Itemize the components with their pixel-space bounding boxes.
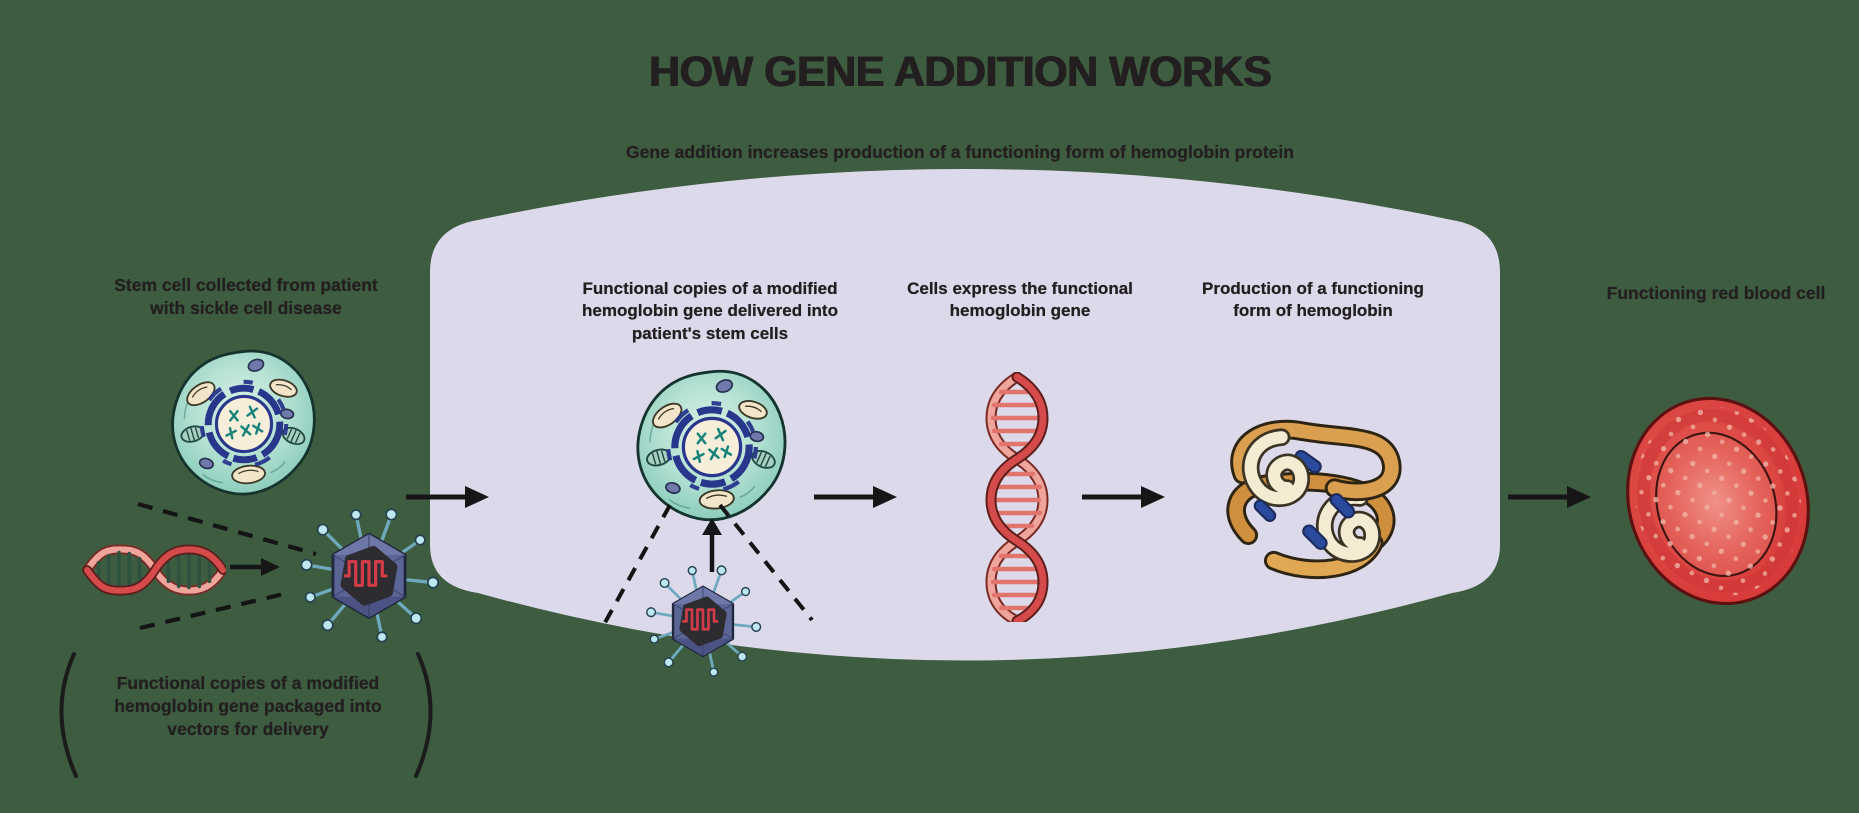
vector-into-cell-arrow (702, 518, 722, 572)
parentheses-decoration (59, 652, 433, 778)
hemoglobin-gene-dna-icon (82, 544, 226, 596)
hemoglobin-protein-illustration (1226, 419, 1402, 579)
viral-vector-small-illustration (644, 560, 762, 678)
stem-cell-label: Stem cell collected from patient with si… (114, 275, 378, 319)
red-blood-cell-illustration (1626, 396, 1810, 606)
page-title: HOW GENE ADDITION WORKS (648, 48, 1272, 96)
vector-caption: Functional copies of a modified hemoglob… (114, 673, 382, 740)
flow-arrow-4 (1506, 484, 1592, 510)
step-1-label: Functional copies of a modified hemoglob… (582, 279, 838, 343)
stem-cell-illustration (166, 346, 322, 502)
viral-vector-illustration (298, 502, 440, 644)
flow-arrow-1 (404, 484, 490, 510)
step-3-label: Production of a functioning form of hemo… (1202, 279, 1424, 321)
dna-helix-illustration (985, 372, 1049, 622)
dna-to-vector-arrow (230, 558, 280, 576)
delivery-dashed-lines (600, 503, 814, 629)
packaging-dashed-lines (137, 501, 317, 631)
step-2-label: Cells express the functional hemoglobin … (907, 279, 1133, 321)
result-label: Functioning red blood cell (1606, 283, 1826, 303)
flow-arrow-3 (1080, 484, 1166, 510)
page-subtitle: Gene addition increases production of a … (626, 142, 1294, 162)
